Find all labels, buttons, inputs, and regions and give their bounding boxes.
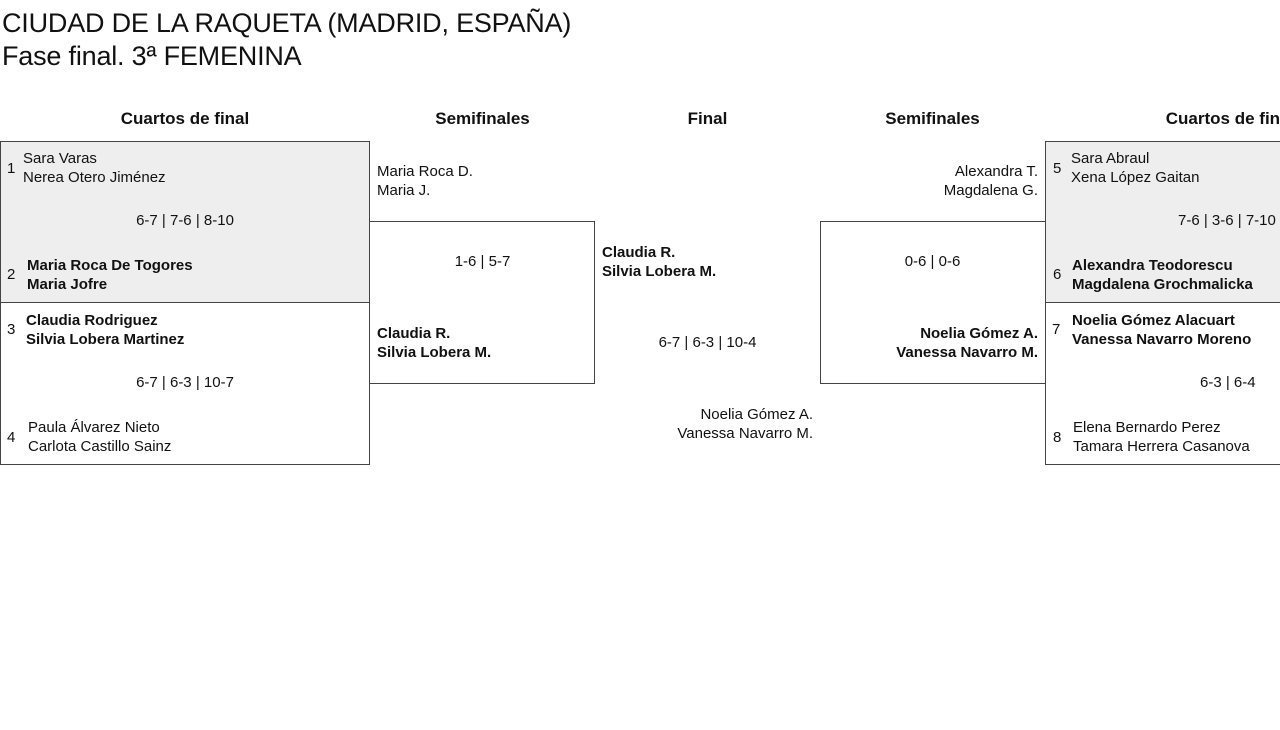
match-box-qf1 bbox=[0, 141, 370, 303]
player-name: Alexandra Teodorescu bbox=[1072, 257, 1233, 274]
match-score: 1-6 | 5-7 bbox=[454, 253, 511, 270]
player-name: Vanessa Navarro M. bbox=[896, 344, 1038, 361]
team-sf-right-bottom-winner: Noelia Gómez A. Vanessa Navarro M. bbox=[896, 324, 1038, 362]
player-name: Vanessa Navarro Moreno bbox=[1072, 331, 1252, 348]
match-score: 6-7 | 7-6 | 8-10 bbox=[136, 212, 234, 229]
team-qf1-bottom-winner: Maria Roca De Togores Maria Jofre bbox=[27, 256, 193, 294]
player-name: Xena López Gaitan bbox=[1071, 169, 1200, 186]
player-name: Carlota Castillo Sainz bbox=[28, 438, 172, 455]
player-name: Magdalena Grochmalicka bbox=[1072, 276, 1253, 293]
seed-number: 6 bbox=[1053, 266, 1062, 283]
match-score: 0-6 | 0-6 bbox=[904, 253, 961, 270]
match-box-qf4 bbox=[1045, 302, 1280, 465]
team-qf4-top-winner: Noelia Gómez Alacuart Vanessa Navarro Mo… bbox=[1072, 311, 1251, 349]
header-sf-left: Semifinales bbox=[435, 109, 530, 128]
header-final: Final bbox=[687, 109, 728, 128]
team-qf1-top: Sara Varas Nerea Otero Jiménez bbox=[23, 149, 166, 187]
player-name: Maria Roca D. bbox=[377, 163, 473, 180]
team-sf-left-top: Maria Roca D. Maria J. bbox=[377, 162, 473, 200]
team-sf-left-bottom-winner: Claudia R. Silvia Lobera M. bbox=[377, 324, 491, 362]
player-name: Paula Álvarez Nieto bbox=[28, 419, 160, 436]
player-name: Tamara Herrera Casanova bbox=[1073, 438, 1250, 455]
player-name: Maria Roca De Togores bbox=[27, 257, 193, 274]
player-name: Vanessa Navarro M. bbox=[677, 425, 813, 442]
tournament-subtitle: Fase final. 3ª FEMENINA bbox=[2, 41, 302, 71]
team-qf2-bottom: Paula Álvarez Nieto Carlota Castillo Sai… bbox=[28, 418, 171, 456]
player-name: Claudia Rodriguez bbox=[26, 312, 158, 329]
header-qf-left: Cuartos de final bbox=[120, 109, 250, 128]
header-qf-right: Cuartos de final bbox=[1165, 109, 1280, 128]
team-final-bottom: Noelia Gómez A. Vanessa Navarro M. bbox=[677, 405, 813, 443]
match-score: 6-7 | 6-3 | 10-7 bbox=[136, 374, 234, 391]
team-sf-right-top: Alexandra T. Magdalena G. bbox=[944, 162, 1038, 200]
player-name: Silvia Lobera M. bbox=[377, 344, 492, 361]
seed-number: 7 bbox=[1052, 321, 1061, 338]
player-name: Sara Varas bbox=[23, 150, 97, 167]
team-qf3-top: Sara Abraul Xena López Gaitan bbox=[1071, 149, 1199, 187]
team-qf4-bottom: Elena Bernardo Perez Tamara Herrera Casa… bbox=[1073, 418, 1250, 456]
player-name: Elena Bernardo Perez bbox=[1073, 419, 1221, 436]
player-name: Noelia Gómez Alacuart bbox=[1072, 312, 1235, 329]
player-name: Silvia Lobera Martinez bbox=[26, 331, 185, 348]
player-name: Alexandra T. bbox=[954, 163, 1038, 180]
team-qf3-bottom-winner: Alexandra Teodorescu Magdalena Grochmali… bbox=[1072, 256, 1253, 294]
seed-number: 2 bbox=[7, 266, 16, 283]
tournament-title: CIUDAD DE LA RAQUETA (MADRID, ESPAÑA) bbox=[2, 8, 572, 38]
player-name: Maria Jofre bbox=[27, 276, 108, 293]
seed-number: 5 bbox=[1053, 160, 1062, 177]
match-score: 7-6 | 3-6 | 7-10 bbox=[1178, 212, 1276, 229]
match-score: 6-7 | 6-3 | 10-4 bbox=[658, 334, 757, 351]
match-box-qf3 bbox=[1045, 141, 1280, 303]
match-score: 6-3 | 6-4 bbox=[1200, 374, 1256, 391]
header-sf-right: Semifinales bbox=[885, 109, 980, 128]
player-name: Claudia R. bbox=[602, 244, 676, 261]
player-name: Silvia Lobera M. bbox=[602, 263, 717, 280]
seed-number: 1 bbox=[7, 160, 16, 177]
seed-number: 8 bbox=[1053, 429, 1062, 446]
player-name: Sara Abraul bbox=[1071, 150, 1150, 167]
team-qf2-top-winner: Claudia Rodriguez Silvia Lobera Martinez bbox=[26, 311, 184, 349]
match-box-sf-left bbox=[369, 221, 595, 384]
player-name: Maria J. bbox=[377, 182, 431, 199]
player-name: Nerea Otero Jiménez bbox=[23, 169, 166, 186]
team-final-top-winner: Claudia R. Silvia Lobera M. bbox=[602, 243, 716, 281]
player-name: Claudia R. bbox=[377, 325, 451, 342]
player-name: Magdalena G. bbox=[943, 182, 1038, 199]
player-name: Noelia Gómez A. bbox=[700, 406, 813, 423]
seed-number: 3 bbox=[7, 321, 16, 338]
player-name: Noelia Gómez A. bbox=[920, 325, 1038, 342]
seed-number: 4 bbox=[7, 429, 16, 446]
